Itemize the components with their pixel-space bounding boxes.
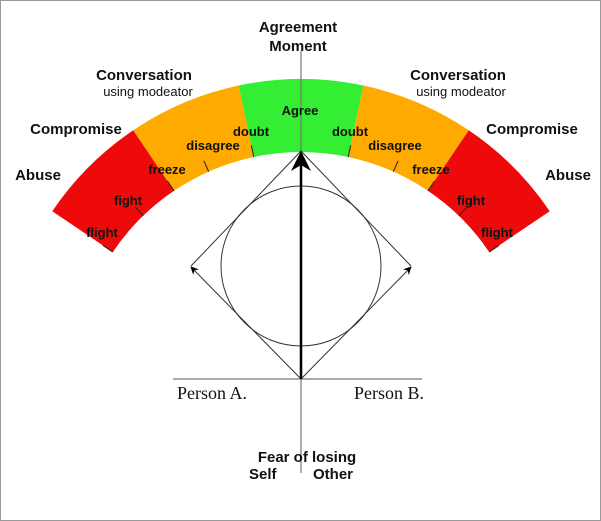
left-compromise-label: Compromise bbox=[30, 121, 122, 138]
arc-segments bbox=[52, 79, 550, 253]
moment-label: Moment bbox=[269, 38, 327, 55]
left-conversation-sub: using modeator bbox=[103, 84, 193, 99]
person-a-label: Person A. bbox=[177, 383, 247, 403]
left-red-segment bbox=[52, 130, 175, 253]
right-freeze-label: freeze bbox=[412, 162, 450, 177]
left-disagree-label: disagree bbox=[186, 138, 239, 153]
fear-of-losing-label: Fear of losing bbox=[258, 449, 356, 466]
right-red-segment bbox=[427, 130, 550, 253]
right-doubt-label: doubt bbox=[332, 124, 369, 139]
left-conversation-label: Conversation bbox=[96, 67, 192, 84]
left-flight-label: flight bbox=[86, 225, 118, 240]
left-orange-segment bbox=[133, 85, 254, 191]
left-doubt-label: doubt bbox=[233, 124, 270, 139]
right-compromise-label: Compromise bbox=[486, 121, 578, 138]
agreement-label: Agreement bbox=[259, 19, 337, 36]
arc-tick bbox=[427, 180, 436, 192]
left-freeze-label: freeze bbox=[148, 162, 186, 177]
agree-label: Agree bbox=[282, 103, 319, 118]
arc-tick bbox=[134, 206, 144, 217]
arc-tick bbox=[458, 206, 468, 217]
self-label: Self bbox=[249, 466, 278, 483]
right-disagree-label: disagree bbox=[368, 138, 421, 153]
left-fight-label: fight bbox=[114, 193, 143, 208]
right-abuse-label: Abuse bbox=[545, 167, 591, 184]
left-abuse-label: Abuse bbox=[15, 167, 61, 184]
arc-tick bbox=[203, 160, 210, 172]
arc-tick bbox=[102, 244, 114, 253]
arc-tick bbox=[250, 145, 255, 158]
right-fight-label: fight bbox=[457, 193, 486, 208]
arc-tick bbox=[347, 145, 352, 158]
arrow-person-a bbox=[190, 266, 302, 380]
other-label: Other bbox=[313, 466, 353, 483]
right-flight-label: flight bbox=[481, 225, 513, 240]
arc-tick bbox=[488, 244, 500, 253]
arc-tick bbox=[166, 180, 175, 192]
arc-tick bbox=[392, 160, 399, 172]
right-conversation-sub: using modeator bbox=[416, 84, 506, 99]
right-orange-segment bbox=[348, 85, 469, 191]
right-conversation-label: Conversation bbox=[410, 67, 506, 84]
arrow-person-b bbox=[300, 266, 412, 380]
person-b-label: Person B. bbox=[354, 383, 424, 403]
